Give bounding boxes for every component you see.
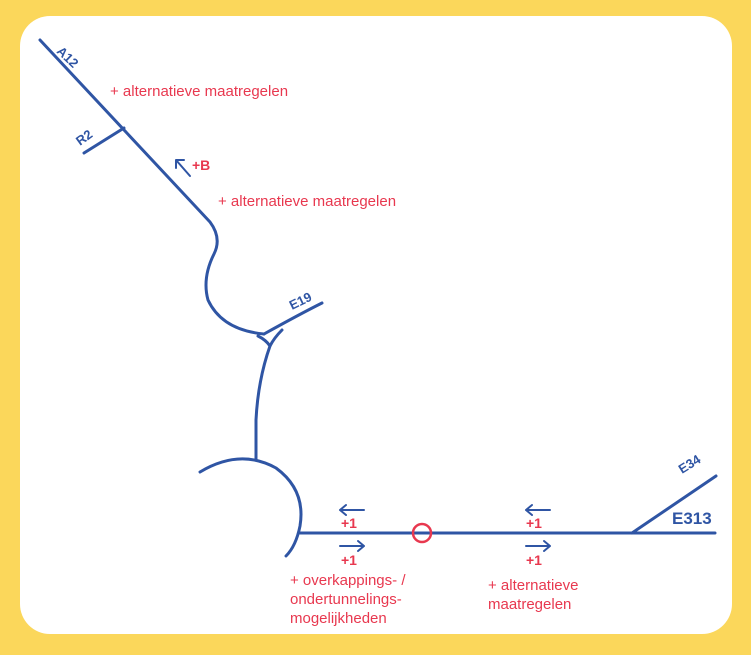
- note-plus1-left-bottom: +1: [341, 552, 357, 568]
- label-r2: R2: [73, 127, 95, 149]
- ring-road: [198, 457, 303, 558]
- location-marker: [411, 522, 433, 544]
- note-overkapping-line3: mogelijkheden: [290, 610, 387, 627]
- note-alt-measures-mid: + alternatieve maatregelen: [218, 193, 396, 210]
- e34-road: [630, 474, 718, 535]
- label-e313: E313: [672, 509, 712, 528]
- note-plus1-right-bottom: +1: [526, 552, 542, 568]
- note-overkapping-line1: + overkappings- /: [290, 572, 406, 589]
- map-card: [20, 16, 732, 634]
- note-alt-measures-bottom-line1: + alternatieve: [488, 577, 578, 594]
- note-plus1-right-top: +1: [526, 515, 542, 531]
- arrow-right-icon: [339, 540, 365, 552]
- arrow-right-icon: [525, 540, 551, 552]
- connector-road: [254, 344, 272, 462]
- note-alt-measures-top: + alternatieve maatregelen: [110, 83, 288, 100]
- note-alt-measures-bottom-line2: maatregelen: [488, 596, 571, 613]
- label-e34: E34: [676, 451, 704, 476]
- a12-road: [38, 38, 266, 336]
- arrow-left-icon: [339, 504, 365, 516]
- note-plus1-left-top: +1: [341, 515, 357, 531]
- label-a12: A12: [54, 43, 82, 70]
- r2-road: [82, 126, 126, 155]
- arrow-up-left-icon: [175, 159, 191, 177]
- arrow-left-icon: [525, 504, 551, 516]
- note-plus-b: +B: [192, 157, 210, 173]
- note-overkapping-line2: ondertunnelings-: [290, 591, 402, 608]
- e19-road: [262, 301, 324, 336]
